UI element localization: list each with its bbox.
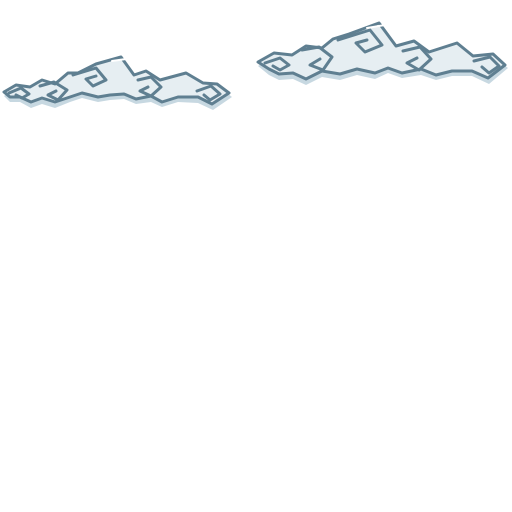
cloud-small-icon	[2, 55, 232, 110]
cloud-small-body	[2, 55, 231, 106]
cloud-large-swirl-3	[336, 28, 384, 54]
cloud-large-swirl-1	[263, 56, 291, 72]
cloud-large-highlight	[366, 24, 386, 29]
cloud-large-swirl-5	[472, 55, 501, 75]
cloud-small-swirl-5	[195, 84, 222, 102]
cloud-small-swirl-2	[38, 80, 69, 102]
cloud-large-body	[256, 21, 507, 81]
cloud-large-swirl-4	[401, 45, 433, 72]
cloud-large-icon	[256, 21, 508, 85]
cloud-sprite-small	[0, 52, 236, 114]
cloud-small-swirl-4	[136, 75, 163, 98]
cloud-small-swirl-1	[7, 86, 31, 100]
empty-sprite-area	[0, 118, 512, 512]
cloud-sprite-large	[254, 18, 512, 90]
cloud-small-highlight	[111, 58, 127, 62]
cloud-large-swirl-2	[300, 45, 334, 72]
cloud-small-swirl-3	[71, 66, 108, 88]
